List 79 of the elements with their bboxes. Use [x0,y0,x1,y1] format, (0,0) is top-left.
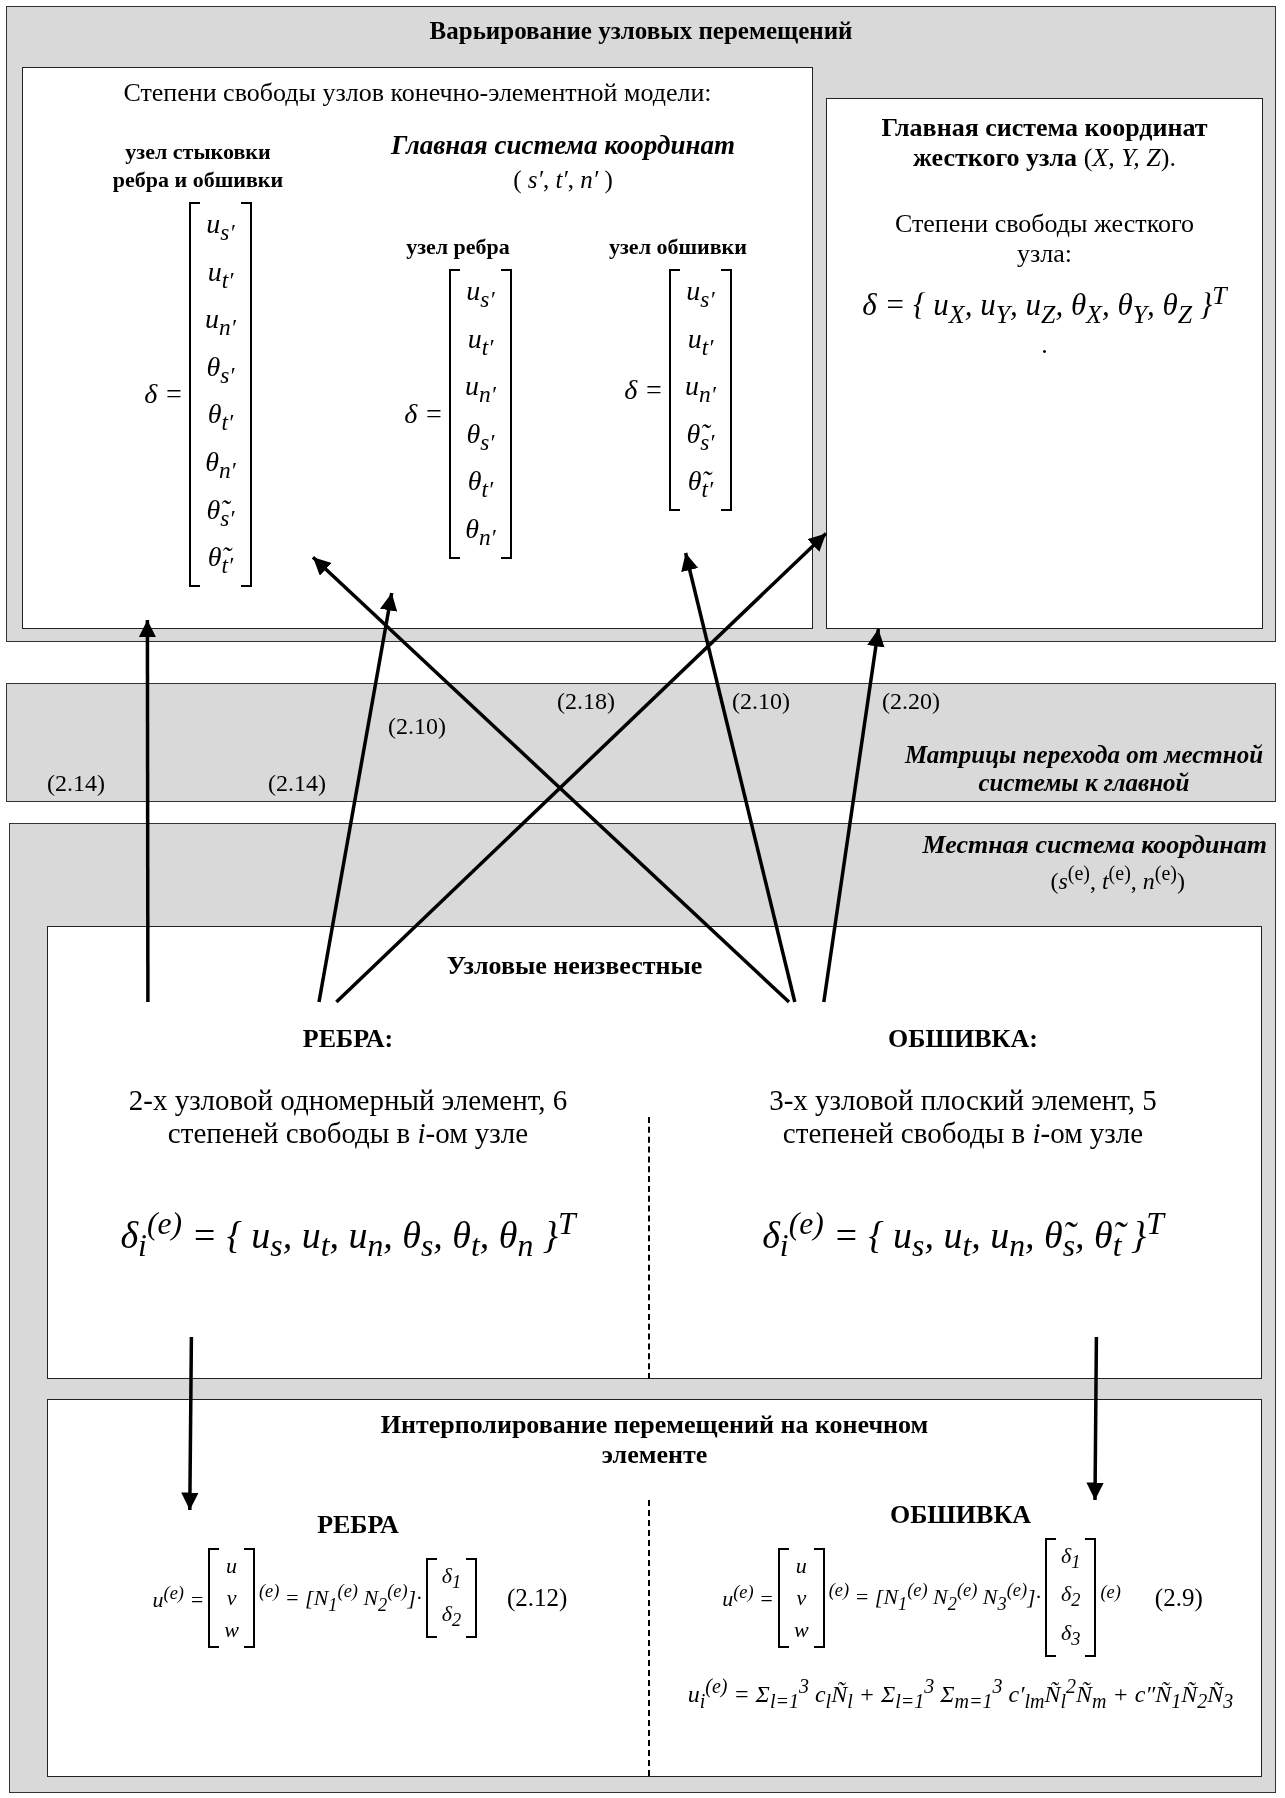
formula-text: δ = [144,378,184,411]
matrix-entry: w [793,1615,809,1644]
formula-text: δ = [624,374,664,406]
matrix-entry: v [226,1584,237,1612]
matrix-entry: δ$_{2}$ [441,1600,462,1633]
outer-panel [6,6,1276,642]
body-text: 2-х узловой одномерный элемент, 6 степеней свободы в i-ом узле [127,1084,569,1150]
formula-text: (e) [1100,1582,1121,1605]
equation-number: (2.12) [507,1584,568,1612]
matrix-entry: θ$_{n′}$ [465,511,496,552]
section-heading: Матрицы перехода от местной системы к главной [903,741,1265,797]
formula-text: ( s′, t′, n′ ) [512,166,614,194]
arrow [1086,1337,1104,1500]
formula-text: u$^{(e)}$ = [722,1582,774,1613]
matrix-entry: v [796,1583,807,1612]
outer-panel [9,823,1276,1793]
content-box [826,98,1263,629]
matrix-entry: u$_{t′}$ [207,254,234,295]
arrow [311,556,791,1004]
section-heading: Интерполирование перемещений на конечном элементе [379,1410,930,1470]
matrix-entry: θ̃$_{s′}$ [686,416,715,457]
formula-text: $^{(e)}$ = [N$_{1}$$^{(e)}$ N$_{2}$$^{(e)}$]· [258,1580,422,1616]
matrix-entry: δ$_{3}$ [1061,1618,1081,1652]
period-mark: . [1040,329,1049,360]
arrow [822,628,885,1003]
matrix-entry: u$_{s′}$ [206,207,235,247]
matrix-entry: θ$_{s′}$ [466,416,495,457]
matrix-entry: u [226,1552,238,1580]
section-heading: узел стыковки ребра и обшивки [111,138,285,194]
arrow [335,532,828,1004]
matrix-entry: u$_{t′}$ [687,321,714,362]
matrix-entry: θ$_{t′}$ [467,464,494,504]
matrix-entry: u$_{n′}$ [685,369,716,409]
formula-text: δ = { u$_{X}$, u$_{Y}$, u$_{Z}$, θ$_{X}$, θ$_{Y}$, θ$_{Z}$ }$^{T}$ [861,281,1229,330]
section-heading: Местная система координат [922,830,1267,860]
content-box [47,926,1262,1379]
formula-text: δ = [404,397,444,430]
formula-text: δ$_{i}$$^{(e)}$ = { u$_{s}$, u$_{t}$, u$_{n}$, θ$_{s}$, θ$_{t}$, θ$_{n}$ }$^{T}$ [119,1206,579,1265]
formula-text: u$_{i}$$^{(e)}$ = Σ$_{l=1}$$^{3}$ c$_{l}$Ñ$_{l}$ + Σ$_{l=1}$$^{3}$ Σ$_{m=1}$$^{3}$ c′$_{lm}$Ñ$_{l}$$^{2}$Ñ$_{m}$ + c″Ñ$_{1}$Ñ$_{2}$Ñ$_{3}$ [686,1675,1235,1713]
section-heading: Главная система координат жесткого узла (X, Y, Z). [880,113,1209,173]
matrix-entry: θ$_{n′}$ [205,444,236,485]
matrix-entry: θ$_{s′}$ [206,349,235,390]
formula-text: u$^{(e)}$ = [152,1582,205,1614]
arrow [138,620,157,1002]
matrix-entry: θ$_{t′}$ [207,397,234,437]
matrix-entry: w [224,1616,239,1644]
body-text: 3-х узловой плоский элемент, 5 степеней свободы в i-ом узле [768,1084,1158,1150]
matrix-entry: u$_{t′}$ [467,321,494,362]
body-text: Степени свободы узлов конечно-элементной модели: [122,78,713,108]
section-heading: ОБШИВКА: [887,1024,1039,1054]
matrix-entry: u$_{s′}$ [466,274,495,314]
matrix-entry: u$_{s′}$ [686,274,715,314]
matrix-entry: u$_{n′}$ [205,302,236,342]
matrix-entry: u$_{n′}$ [465,369,496,409]
formula-text: δ$_{i}$$^{(e)}$ = { u$_{s}$, u$_{t}$, u$_{n}$, θ̃$_{s}$, θ̃$_{t}$ }$^{T}$ [761,1206,1167,1265]
formula-text: (s$^{(e)}$, t$^{(e)}$, n$^{(e)}$) [1050,862,1185,895]
section-heading: РЕБРА: [301,1024,395,1054]
arrow [317,592,398,1003]
section-heading: Главная система координат [389,130,736,161]
arrow [681,552,797,1003]
body-text: Степени свободы жесткого узла: [893,209,1195,269]
matrix-entry: θ̃$_{t′}$ [207,540,234,580]
formula-text: $^{(e)}$ = [N$_{1}$$^{(e)}$ N$_{2}$$^{(e)}$ N$_{3}$$^{(e)}$]· [828,1580,1042,1615]
section-heading: Узловые неизвестные [445,951,704,981]
content-box [22,67,813,629]
matrix-entry: u [795,1551,807,1580]
matrix-entry: δ$_{1}$ [441,1561,462,1594]
matrix-entry: δ$_{2}$ [1061,1580,1081,1613]
section-heading: узел обшивки [608,233,748,261]
matrix-entry: δ$_{1}$ [1061,1542,1081,1575]
equation-number: (2.9) [1154,1583,1203,1612]
section-heading: РЕБРА [316,1510,400,1540]
section-heading: узел ребра [405,233,511,261]
arrow [181,1337,199,1510]
section-heading: ОБШИВКА [888,1500,1033,1530]
panel-title: Варьирование узловых перемещений [428,17,854,45]
matrix-entry: θ̃$_{t′}$ [687,464,714,504]
content-box [47,1399,1262,1777]
matrix-entry: θ̃$_{s′}$ [206,492,235,533]
